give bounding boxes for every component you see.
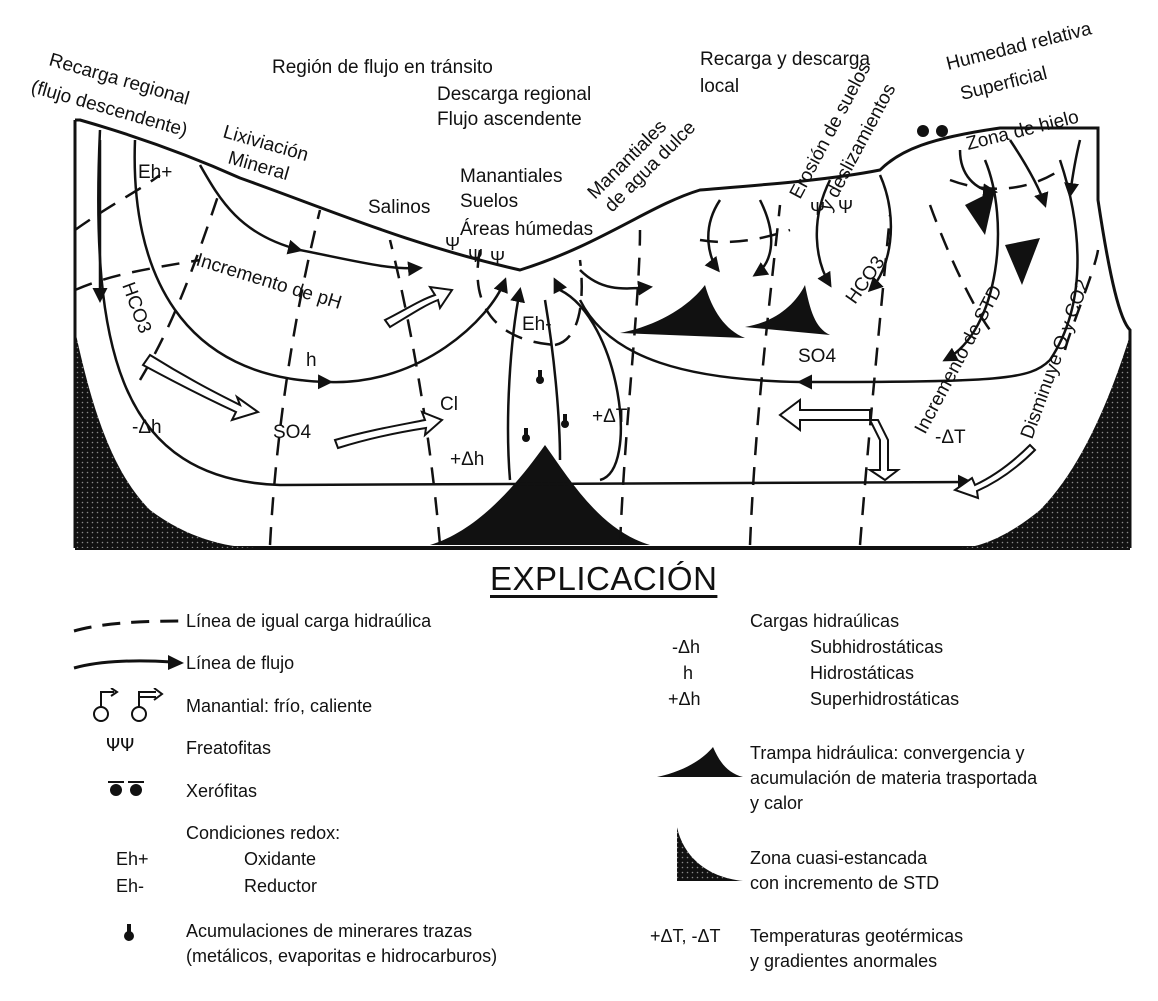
svg-text:Ψ: Ψ bbox=[445, 234, 460, 254]
legend-igual-carga: Línea de igual carga hidraúlica bbox=[186, 611, 432, 631]
label-zona-hielo: Zona de hielo bbox=[964, 107, 1081, 155]
label-so4-left: SO4 bbox=[273, 422, 311, 443]
label-minus-dt: -ΔT bbox=[935, 427, 966, 448]
spring-icon bbox=[93, 688, 164, 722]
label-descarga-regional: Descarga regional bbox=[437, 84, 591, 105]
dashed-line-icon bbox=[73, 619, 181, 633]
svg-text:Ψ: Ψ bbox=[490, 248, 505, 268]
legend-subhidro: Subhidrostáticas bbox=[810, 637, 944, 657]
flow-line-deep bbox=[97, 129, 973, 490]
flow-line-local-5 bbox=[867, 174, 893, 293]
legend-reductor: Reductor bbox=[244, 876, 318, 896]
flow-line-local-6 bbox=[1008, 139, 1049, 208]
label-suelos: Suelos bbox=[460, 191, 518, 212]
flow-line-local-3 bbox=[752, 199, 773, 277]
label-minus-dh: -Δh bbox=[132, 417, 162, 438]
mineral-trace-markers bbox=[522, 370, 569, 442]
flow-line-local-8 bbox=[958, 149, 998, 199]
legend-h-symbol: h bbox=[683, 663, 694, 683]
legend-sup-symbol: +Δh bbox=[668, 689, 701, 709]
mineral-trace-icon bbox=[124, 924, 134, 941]
flow-line-icon bbox=[73, 655, 184, 670]
hydraulic-trap-1 bbox=[620, 285, 745, 338]
xerophyte-icon bbox=[108, 781, 144, 796]
legend-zona-2: con incremento de STD bbox=[750, 873, 940, 893]
hydraulic-trap-center bbox=[430, 445, 650, 545]
stagnant-zone-icon bbox=[677, 827, 743, 881]
stagnant-zone-left bbox=[75, 330, 260, 548]
label-incremento-std: Incremento de STD bbox=[911, 282, 1007, 437]
legend-manantial: Manantial: frío, caliente bbox=[186, 696, 373, 716]
label-recarga-descarga-1: Recarga y descarga bbox=[700, 49, 870, 70]
legend-xerofitas: Xerófitas bbox=[186, 781, 258, 801]
legend-sub-symbol: -Δh bbox=[672, 637, 701, 657]
legend-zona-1: Zona cuasi-estancada bbox=[750, 848, 928, 868]
label-humedad-relativa: Humedad relativa bbox=[944, 18, 1094, 75]
label-areas-humedas: Áreas húmedas bbox=[460, 219, 593, 240]
label-so4-right: SO4 bbox=[798, 346, 836, 367]
legend-freatofitas: Freatofitas bbox=[186, 738, 272, 758]
legend-eh-minus-symbol: Eh- bbox=[116, 876, 145, 896]
legend-cargas-title: Cargas hidraúlicas bbox=[750, 611, 900, 631]
label-disminuye: Disminuye O y CO2 bbox=[1017, 277, 1094, 442]
legend-eh-plus-symbol: Eh+ bbox=[116, 849, 149, 869]
flow-line-local-1 bbox=[579, 269, 653, 296]
label-flujo-ascendente: Flujo ascendente bbox=[437, 109, 582, 130]
hollow-arrows bbox=[141, 285, 1037, 500]
stagnant-zone-right bbox=[960, 335, 1130, 548]
legend-oxidante: Oxidante bbox=[244, 849, 317, 869]
label-recarga-descarga-2: local bbox=[700, 76, 739, 97]
label-h: h bbox=[306, 350, 317, 371]
label-manantiales: Manantiales bbox=[460, 166, 562, 187]
label-eh-plus: Eh+ bbox=[138, 162, 172, 183]
legend-trampa-3: y calor bbox=[750, 793, 804, 813]
legend-temp-2: y gradientes anormales bbox=[750, 951, 938, 971]
equipotential-lines bbox=[74, 168, 1100, 546]
flow-line-local-4 bbox=[815, 179, 832, 288]
label-salinos: Salinos bbox=[368, 197, 430, 218]
svg-text:Ψ: Ψ bbox=[468, 246, 483, 266]
flow-line-ascending bbox=[506, 287, 526, 481]
flow-line-right-deep-2 bbox=[578, 299, 801, 384]
legend-superhidro: Superhidrostáticas bbox=[810, 689, 960, 709]
flow-line-ascending-2 bbox=[543, 299, 562, 461]
flow-line-local-7 bbox=[1064, 139, 1082, 198]
hydraulic-trap-icon bbox=[657, 747, 743, 777]
label-superficial: Superficial bbox=[958, 63, 1049, 105]
label-incremento-ph: Incremento de pH bbox=[194, 250, 345, 314]
label-hco3: HCO3 bbox=[117, 280, 155, 337]
svg-text:Ψ: Ψ bbox=[838, 197, 853, 217]
legend-acumulaciones-2: (metálicos, evaporitas e hidrocarburos) bbox=[186, 946, 498, 966]
legend-trampa-2: acumulación de materia trasportada bbox=[750, 768, 1038, 788]
label-plus-dt: +ΔT bbox=[592, 406, 628, 427]
legend-trampa-1: Trampa hidráulica: convergencia y bbox=[750, 743, 1025, 763]
flow-line-mid-2 bbox=[329, 277, 508, 384]
xerophyte-glyphs bbox=[917, 125, 948, 137]
hydraulic-trap-2 bbox=[745, 285, 830, 335]
land-surface bbox=[75, 118, 1132, 548]
label-eh-minus: Eh- bbox=[522, 314, 552, 335]
legend-temp-1: Temperaturas geotérmicas bbox=[750, 926, 964, 946]
label-cl: Cl bbox=[440, 394, 458, 415]
phreatophyte-icon: ΨΨ bbox=[106, 735, 135, 756]
flow-line-shallow bbox=[198, 164, 303, 255]
label-plus-dh: +Δh bbox=[450, 449, 484, 470]
flow-line-right-deep bbox=[797, 159, 1079, 390]
label-region-transito: Región de flujo en tránsito bbox=[272, 57, 493, 78]
legend-acumulaciones-1: Acumulaciones de minerares trazas bbox=[186, 921, 473, 941]
legend-condiciones-redox: Condiciones redox: bbox=[186, 823, 341, 843]
legend-linea-flujo: Línea de flujo bbox=[186, 653, 295, 673]
flow-line-local-2 bbox=[704, 199, 722, 273]
flow-line-deep-2 bbox=[553, 277, 623, 482]
svg-text:Ψ: Ψ bbox=[810, 199, 825, 219]
legend-hidro: Hidrostáticas bbox=[810, 663, 915, 683]
hydraulic-trap-3 bbox=[965, 190, 995, 235]
flow-line-shallow-2 bbox=[299, 248, 423, 277]
hydraulic-trap-4 bbox=[1005, 238, 1040, 285]
legend-temp-symbol: +ΔT, -ΔT bbox=[650, 926, 721, 946]
explicacion-title: EXPLICACIÓN bbox=[490, 560, 718, 597]
